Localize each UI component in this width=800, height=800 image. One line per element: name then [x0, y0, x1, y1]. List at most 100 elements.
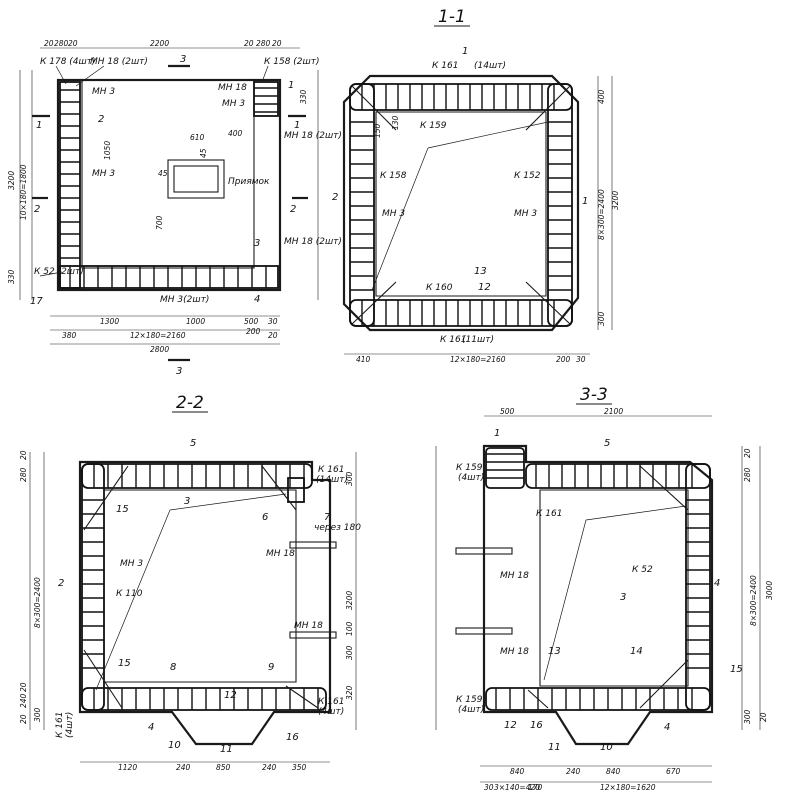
- plan-mark-17: 17: [30, 296, 43, 307]
- s22-dim-300-left: 300: [33, 707, 42, 722]
- s11-label-k152: К 152: [514, 171, 541, 181]
- plan-dim-inner-2: 45: [158, 169, 168, 178]
- plan-dim-inner-0: 610: [190, 133, 205, 142]
- s22-dim-20-top: 20: [19, 450, 28, 460]
- s11-mark-1-top: 1: [462, 46, 468, 57]
- s33-dim-12x180: 12×180=1620: [600, 783, 656, 792]
- s33-label-k159-bottom: К 159: [456, 695, 483, 705]
- plan-label-mn18-bottom: МН 18 (2шт): [284, 237, 342, 247]
- plan-dim-left-1: 10×180=1800: [19, 164, 28, 220]
- s11-mark-2: 2: [332, 192, 338, 203]
- s11-dim-410: 410: [356, 355, 371, 364]
- s11-mark-12: 12: [478, 282, 491, 293]
- s33-dim-300: 300: [743, 709, 752, 724]
- s22-dim-240-a: 240: [176, 763, 191, 772]
- s22-label-k161-top-count: (14шт): [316, 475, 348, 485]
- plan-view: 20 280 20 2200 20 280 20 380 12×180=2160…: [7, 39, 342, 377]
- s11-dim-400: 400: [597, 89, 606, 104]
- s11-label-k160: К 160: [426, 283, 453, 293]
- plan-dim-bottom-3-1: 1000: [186, 317, 205, 326]
- s22-dim-350: 350: [292, 763, 307, 772]
- plan-label-mn3-right: МН 3: [222, 99, 245, 109]
- s33-mark-11: 11: [548, 742, 561, 753]
- plan-dim-top-5: 280: [256, 39, 271, 48]
- s22-mark-4: 4: [148, 722, 154, 733]
- s22-label-mn18-bottom: МН 18: [294, 621, 323, 631]
- plan-label-mn18-top: МН 18 (2шт): [90, 57, 148, 67]
- s22-mark-15-top: 15: [116, 504, 129, 515]
- plan-mark-4: 4: [254, 294, 260, 305]
- s33-label-k161: К 161: [536, 509, 562, 519]
- plan-dim-bottom-1-1: 12×180=2160: [130, 331, 186, 340]
- plan-dim-top-0: 20: [44, 39, 54, 48]
- s22-label-k161-top: К 161: [318, 465, 344, 475]
- s22-label-k161-left: К 161: [55, 712, 65, 738]
- s33-mark-15: 15: [730, 664, 743, 675]
- plan-dim-bottom-3-4: 30: [268, 317, 278, 326]
- s22-mark-2: 2: [58, 578, 64, 589]
- s33-mark-1: 1: [494, 428, 500, 439]
- s22-label-k161-right: К 161: [318, 697, 344, 707]
- plan-dim-bottom-1-0: 380: [62, 331, 77, 340]
- plan-dim-left-0: 330: [7, 269, 16, 284]
- s11-label-k158: К 158: [380, 171, 407, 181]
- plan-dim-bottom-2: 2800: [150, 345, 169, 354]
- s33-dim-8x300: 8×300=2400: [749, 575, 758, 626]
- s22-label-mn18-top: МН 18: [266, 549, 295, 559]
- plan-dim-inner-4: 400: [228, 129, 243, 138]
- s11-dim-12x180: 12×180=2160: [450, 355, 506, 364]
- plan-dim-top-2: 20: [68, 39, 78, 48]
- s33-dim-30: 30: [484, 783, 494, 792]
- s11-label-mn3-right: МН 3: [514, 209, 537, 219]
- plan-label-k178: К 178 (4шт): [40, 57, 96, 67]
- s33-dim-840-a: 840: [510, 767, 525, 776]
- s22-label-mn3: МН 3: [120, 559, 143, 569]
- plan-cut-2-left: 2: [34, 204, 40, 215]
- s33-label-mn18-bottom: МН 18: [500, 647, 529, 657]
- plan-label-mn3-bottom: МН 3(2шт): [160, 295, 209, 305]
- s22-label-k161-left-count: (4шт): [65, 712, 75, 738]
- s22-dim-8x300: 8×300=2400: [33, 577, 42, 628]
- s22-mark-6: 6: [262, 512, 268, 523]
- plan-dim-bottom-3-2: 500: [244, 317, 259, 326]
- s22-dim-280-top: 280: [19, 467, 28, 482]
- plan-label-k52: К 52 (2шт): [34, 267, 84, 277]
- plan-label-pit: Приямок: [228, 177, 270, 187]
- s22-dim-300-right: 300: [345, 471, 354, 486]
- plan-dim-inner-5: 330: [299, 89, 308, 104]
- s33-dim-20-bottom: 20: [759, 712, 768, 722]
- plan-cut-1-left: 1: [36, 120, 42, 131]
- s22-label-through-180: через 180: [314, 523, 361, 533]
- s22-dim-20-bottom: 20: [19, 714, 28, 724]
- s11-label-k161-bottom: К 161: [440, 335, 466, 345]
- s22-dim-3200: 3200: [345, 591, 354, 610]
- plan-dim-inner-6: 1050: [103, 141, 112, 160]
- s33-label-k52: К 52: [632, 565, 653, 575]
- s11-label-k159: К 159: [420, 121, 447, 131]
- s22-mark-3: 3: [184, 496, 190, 507]
- s33-dim-500: 500: [500, 407, 515, 416]
- s11-mark-1-right: 1: [582, 196, 588, 207]
- s22-dim-240-b: 240: [262, 763, 277, 772]
- s33-label-mn18-top: МН 18: [500, 571, 529, 581]
- s22-mark-10: 10: [168, 740, 181, 751]
- s33-dim-240: 240: [566, 767, 581, 776]
- s33-dim-3000: 3000: [765, 581, 774, 600]
- section-1-1: 1-1 К 161 (14шт) К 159 К 158 К 152 МН 3 …: [332, 7, 620, 364]
- s22-mark-5: 5: [190, 438, 196, 449]
- s22-mark-7: 7: [324, 512, 331, 523]
- s22-dim-1120: 1120: [118, 763, 137, 772]
- s33-dim-20: 20: [743, 448, 752, 458]
- s33-label-k159-bottom-count: (4шт): [458, 705, 484, 715]
- s33-mark-13: 13: [548, 646, 561, 657]
- plan-dim-top-6: 20: [272, 39, 282, 48]
- plan-dim-top-4: 20: [244, 39, 254, 48]
- s22-label-k161-right-count: (4шт): [318, 707, 344, 717]
- plan-mark-2: 2: [98, 114, 104, 125]
- s22-mark-8: 8: [170, 662, 176, 673]
- plan-label-mn18-right: МН 18: [218, 83, 247, 93]
- s22-dim-20-mid: 20: [19, 682, 28, 692]
- s22-mark-12: 12: [224, 690, 237, 701]
- s33-mark-4-right: 4: [714, 578, 720, 589]
- s33-mark-4-bottom: 4: [664, 722, 670, 733]
